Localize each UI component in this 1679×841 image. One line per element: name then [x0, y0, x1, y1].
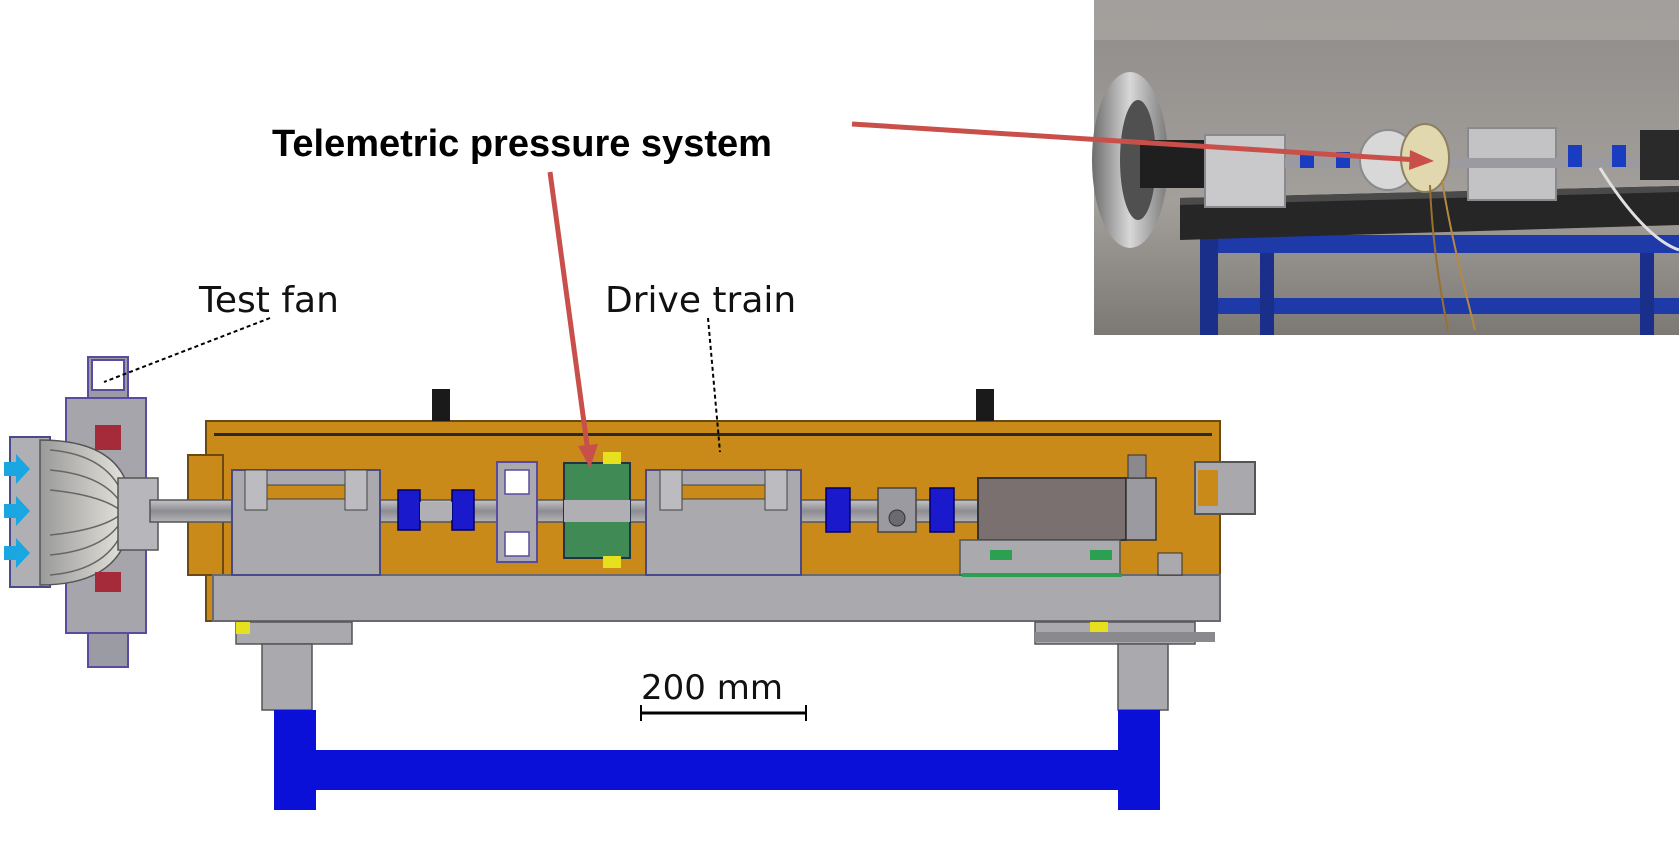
base-plate — [212, 574, 1221, 622]
rear-bearing-block — [645, 469, 802, 576]
telemetric-pressure-system-unit — [496, 452, 631, 568]
test-fan-label: Test fan — [198, 280, 339, 321]
scale-bar — [640, 705, 807, 721]
arrow-head-icon — [578, 444, 598, 468]
coupling-1 — [397, 489, 475, 531]
drive-train-leader — [707, 317, 721, 453]
flow-arrow-icon — [4, 454, 30, 484]
test-rig-photo — [1092, 0, 1679, 335]
inflow-arrows — [4, 454, 30, 568]
arrow-head-icon — [1409, 150, 1434, 170]
support-feet — [235, 621, 1215, 711]
torque-meter-couplings — [825, 487, 955, 533]
front-bearing-block — [231, 469, 381, 576]
test-fan-leader — [103, 317, 271, 383]
test-fan-assembly — [9, 356, 159, 668]
drive-train-label: Drive train — [605, 280, 796, 321]
flow-arrow-icon — [4, 496, 30, 526]
telemetric-label: Telemetric pressure system — [272, 123, 772, 165]
drive-motor — [959, 454, 1183, 577]
support-frame — [274, 710, 1160, 810]
telemetric-arrow-diagram — [547, 171, 598, 468]
flow-arrow-icon — [4, 538, 30, 568]
scale-bar-label: 200 mm — [641, 668, 783, 708]
telemetric-arrow-photo — [851, 121, 1434, 170]
